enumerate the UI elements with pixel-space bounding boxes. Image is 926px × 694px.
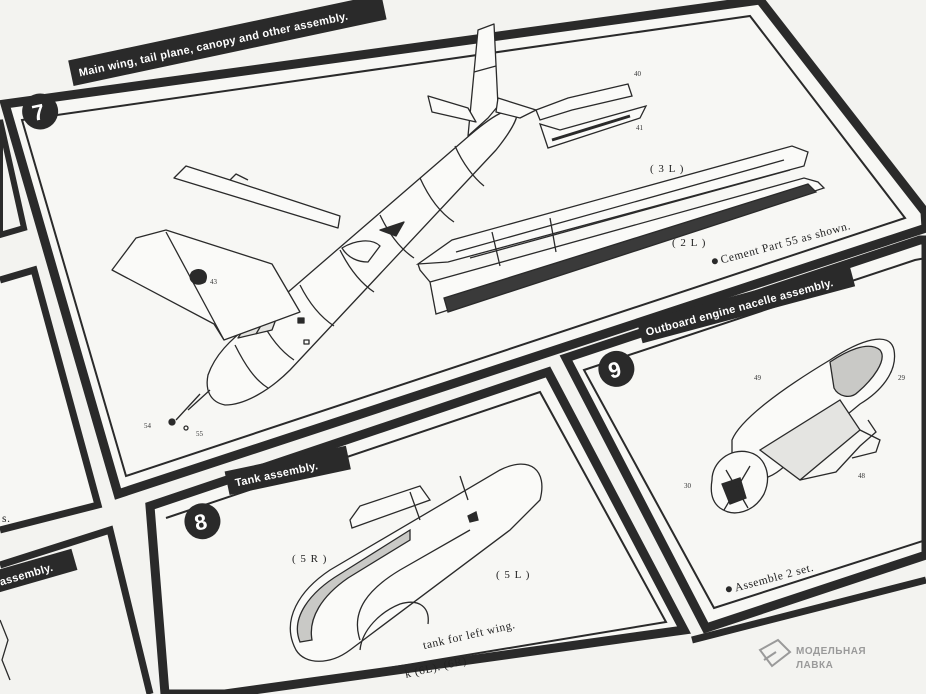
part-29-label: 29 <box>898 374 906 382</box>
step9-number-badge <box>598 350 635 387</box>
watermark-icon <box>758 638 792 668</box>
step7-number-badge <box>22 93 59 130</box>
part-40-label: 40 <box>634 70 642 78</box>
tank-drawing <box>289 463 543 662</box>
part-30-label: 30 <box>684 482 692 490</box>
part-2L-label: ( 2 L ) <box>672 237 706 249</box>
part-5R-label: ( 5 R ) <box>292 553 327 565</box>
step7-number: 7 <box>30 99 47 126</box>
wing-part-2L-3L <box>415 145 826 315</box>
engine-nacelle-drawing <box>710 338 896 514</box>
part-5L-label: ( 5 L ) <box>496 569 530 581</box>
step9-title-bar <box>636 265 856 344</box>
part-48-label: 48 <box>858 472 866 480</box>
step8-number-badge <box>184 503 221 540</box>
part-54-label: 54 <box>144 422 152 430</box>
part-41-label: 41 <box>636 124 644 132</box>
part-55-label: 55 <box>196 430 204 438</box>
left-lower-panel-frame <box>0 525 154 694</box>
watermark-line2: ЛАВКА <box>796 660 833 671</box>
watermark-line1: МОДЕЛЬНАЯ <box>796 646 866 657</box>
aircraft-drawing <box>111 23 537 431</box>
left-panel-frame <box>0 265 103 534</box>
part-49-label: 49 <box>754 374 762 382</box>
watermark-logo: МОДЕЛЬНАЯ ЛАВКА <box>758 638 866 671</box>
step8-number: 8 <box>192 509 209 536</box>
step8-title-bar <box>224 445 351 496</box>
part-43-label: 43 <box>210 278 218 286</box>
svg-text:s.: s. <box>2 513 11 525</box>
step7-title-bar <box>68 0 387 86</box>
left-fragment-title-bar <box>0 548 78 595</box>
part-3L-label: ( 3 L ) <box>650 163 684 175</box>
tail-part-40-41 <box>535 83 648 149</box>
